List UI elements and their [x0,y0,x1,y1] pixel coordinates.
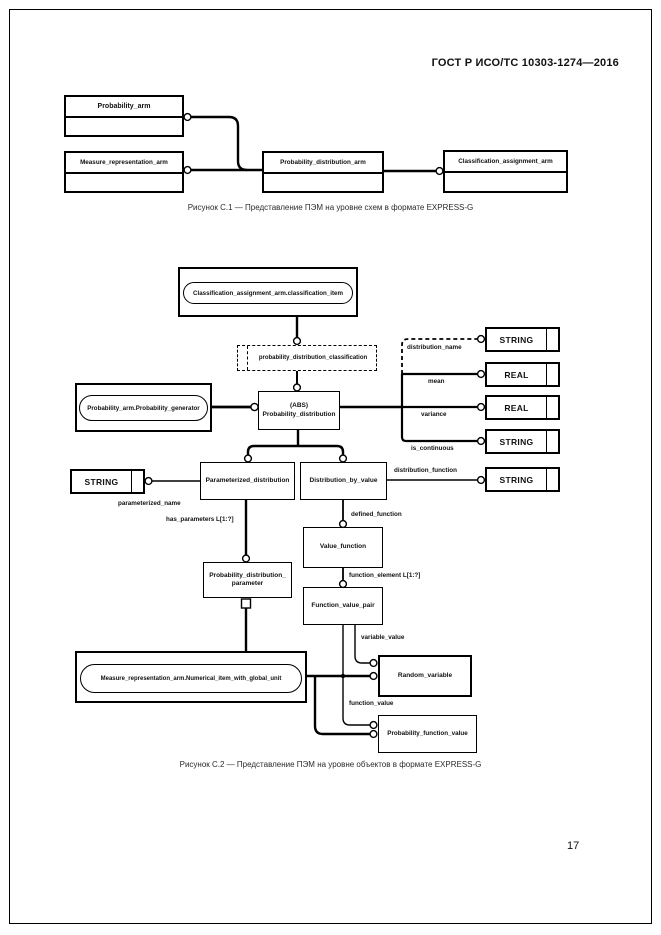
port [243,454,253,463]
schema-box-classification-assignment-arm: Classification_assignment_arm [443,150,568,193]
port [369,720,378,730]
port [476,436,486,446]
attr-label-parameterized-name: parameterized_name [118,500,181,507]
relationship-label: probability_distribution_classification [258,355,368,361]
page-number: 17 [567,840,580,852]
abs-tag: (ABS) [289,402,309,410]
schema-name: Probability_arm [66,97,182,118]
entity-name-line2: parameter [231,580,264,587]
relationship-probability-distribution-classification: probability_distribution_classification [237,345,377,371]
type-name: REAL [504,402,529,413]
attr-label-variance: variance [421,411,447,418]
port [183,165,192,175]
attr-label-distribution-function: distribution_function [394,467,457,474]
port [476,334,486,344]
attr-label-defined-function: defined_function [351,511,402,518]
type-box-divider [546,431,547,452]
entity-probability-distribution: (ABS) Probability_distribution [258,391,340,430]
junction-dot [340,673,346,679]
attr-label-function-value: function_value [349,700,394,707]
port [292,383,302,392]
entity-probability-function-value: Probability_function_value [378,715,477,753]
type-box-divider [546,397,547,418]
line-variable-value [354,625,370,664]
port [369,671,378,681]
entity-parameterized-distribution: Parameterized_distribution [200,462,295,500]
entity-value-function: Value_function [303,527,383,568]
port [476,475,486,485]
document-header: ГОСТ Р ИСО/ТС 10303-1274—2016 [431,57,619,69]
port [241,554,251,563]
type-name: REAL [504,369,529,380]
attr-label-mean: mean [428,378,445,385]
entity-classification-item: Classification_assignment_arm.classifica… [183,282,353,304]
interfaced-box-probability-generator: Probability_arm.Probability_generator [75,383,212,432]
type-box-string-distribution-name: STRING [485,327,560,352]
entity-name: Probability_distribution [262,410,336,418]
schema-box-measure-representation-arm: Measure_representation_arm [64,151,184,193]
attr-label-distribution-name: distribution_name [407,344,462,351]
line-probarm-join [191,115,248,172]
port [369,658,378,668]
port [144,476,153,486]
port [292,336,302,346]
dashed-box-divider [247,346,248,370]
type-name: STRING [499,436,534,447]
entity-function-value-pair: Function_value_pair [303,587,383,625]
type-name: STRING [499,474,534,485]
entity-name-line1: Probability_distribution_ [209,571,286,579]
figure-c2-caption: Рисунок С.2 — Представление ПЭМ на уровн… [179,760,482,769]
type-box-divider [546,364,547,385]
attr-label-is-continuous: is_continuous [411,445,454,452]
port [435,166,444,176]
entity-numerical-item: Measure_representation_arm.Numerical_ite… [80,664,302,693]
line-subtype-branch [246,444,345,458]
type-name: STRING [84,476,119,487]
port [183,112,192,122]
interfaced-box-numerical-item: Measure_representation_arm.Numerical_ite… [75,651,307,703]
type-box-real-variance: REAL [485,395,560,420]
schema-name: Probability_distribution_arm [264,153,382,174]
attr-label-has-parameters: has_parameters L[1:?] [166,516,234,523]
schema-name: Measure_representation_arm [66,153,182,174]
schema-name: Classification_assignment_arm [445,152,566,173]
entity-probability-distribution-parameter: Probability_distribution_ parameter [203,562,292,598]
attr-label-variable-value: variable_value [361,634,405,641]
type-box-divider [546,469,547,490]
figure-c1-caption: Рисунок С.1 — Представление ПЭМ на уровн… [187,203,474,212]
type-box-string-distribution-function: STRING [485,467,560,492]
aggregation-marker [240,598,252,609]
entity-probability-generator: Probability_arm.Probability_generator [79,395,208,421]
schema-box-probability-arm: Probability_arm [64,95,184,137]
type-box-string-parameterized-name: STRING [70,469,145,494]
type-box-divider [131,471,132,492]
type-name: STRING [499,334,534,345]
type-box-string-is-continuous: STRING [485,429,560,454]
schema-box-probability-distribution-arm: Probability_distribution_arm [262,151,384,193]
entity-distribution-by-value: Distribution_by_value [300,462,387,500]
interfaced-box-classification-item: Classification_assignment_arm.classifica… [178,267,358,317]
port [369,729,378,739]
type-box-real-mean: REAL [485,362,560,387]
port [476,369,486,379]
type-box-divider [546,329,547,350]
port [476,402,486,412]
entity-random-variable: Random_variable [378,655,472,697]
port [338,454,348,463]
attr-label-function-element: function_element L[1:?] [349,572,421,579]
